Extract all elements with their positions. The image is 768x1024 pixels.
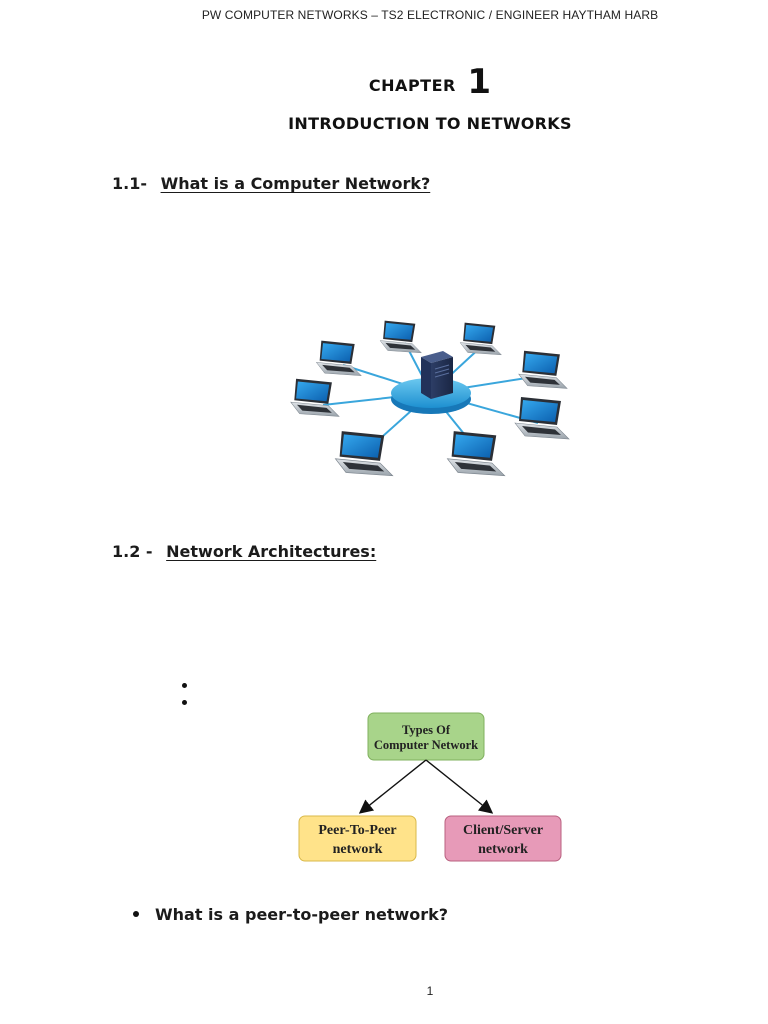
client-server-line-1: Client/Server — [463, 823, 543, 838]
bullet-dot — [182, 700, 187, 705]
section-heading-1-2: 1.2 - Network Architectures: — [112, 542, 376, 561]
chapter-title: INTRODUCTION TO NETWORKS — [288, 114, 572, 133]
chapter-number: 1 — [467, 62, 492, 102]
section-number: 1.2 - — [112, 542, 153, 561]
peer-line-1: Peer-To-Peer — [318, 823, 396, 838]
peer-line-2: network — [333, 842, 383, 857]
bullet-question: What is a peer-to-peer network? — [133, 905, 448, 924]
server-icon — [421, 351, 453, 399]
bullet-dot — [133, 910, 139, 917]
section-title: What is a Computer Network? — [160, 174, 431, 193]
laptop-icon — [446, 430, 506, 477]
diagram-peer-to-peer-node: Peer-To-Peer network — [298, 815, 417, 862]
laptop-icon — [379, 320, 422, 354]
laptop-icon — [518, 350, 568, 389]
chapter-label: CHAPTER — [368, 76, 456, 95]
laptop-icon — [334, 430, 394, 477]
root-line-1: Types Of — [402, 723, 451, 737]
network-illustration — [283, 305, 577, 497]
laptop-icon — [315, 340, 362, 377]
client-server-line-2: network — [478, 842, 528, 857]
network-illustration-svg — [290, 320, 570, 477]
diagram-root-node: Types Of Computer Network — [367, 712, 485, 761]
diagram-connectors — [358, 759, 494, 814]
diagram-client-server-node: Client/Server network — [444, 815, 562, 862]
network-types-diagram-svg: Types Of Computer Network Peer-To-Peer n… — [298, 712, 562, 862]
laptop-icon — [514, 396, 570, 440]
question-text: What is a peer-to-peer network? — [155, 905, 449, 924]
network-types-diagram: Types Of Computer Network Peer-To-Peer n… — [295, 710, 565, 865]
laptop-icon — [290, 378, 340, 417]
bullet-dot — [182, 683, 187, 688]
laptop-icon — [459, 322, 502, 356]
page-header: PW COMPUTER NETWORKS – TS2 ELECTRONIC / … — [201, 8, 659, 22]
section-title: Network Architectures: — [166, 542, 377, 561]
page-number: 1 — [426, 984, 434, 998]
section-heading-1-1: 1.1- What is a Computer Network? — [112, 174, 430, 193]
section-number: 1.1- — [112, 174, 147, 193]
root-line-2: Computer Network — [374, 738, 478, 752]
chapter-heading: CHAPTER 1 — [0, 62, 768, 102]
